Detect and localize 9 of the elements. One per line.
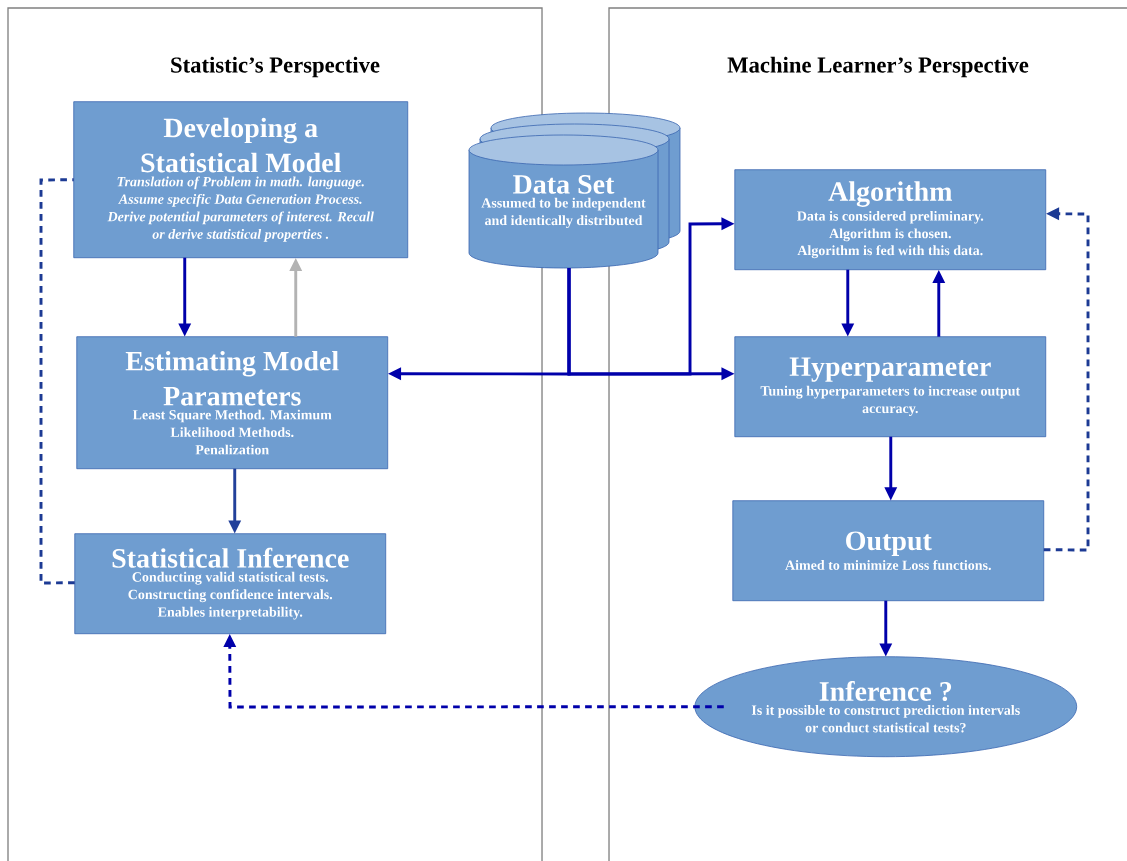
panel-heading: Machine Learner’s Perspective — [727, 56, 1029, 78]
process-box: Output Aimed to minimize Loss functions. — [732, 500, 1045, 602]
process-box: Algorithm Data is considered preliminary. Algorithm is chosen. Algorithm is fed with this data. — [734, 169, 1047, 271]
database-cylinder: Data Set Assumed to be independent and identically distributed — [468, 112, 681, 269]
process-box: Estimating Model Parameters Least Square Method. Maximum Likelihood Methods. Penalization — [76, 336, 389, 470]
panel-heading: Statistic’s Perspective — [171, 56, 380, 78]
process-box: Hyperparameter Tuning hyperparameters to increase output accuracy. — [734, 336, 1047, 438]
process-box: Statistical Inference Conducting valid statistical tests. Constructing confidence intervals. Enables interpretability. — [74, 533, 387, 635]
process-box: Developing a Statistical Model Translation of Problem in math. language. Assume specific Data Generation Process. Derive potential parameters of interest. Recall or derive statistical properties . — [73, 101, 409, 259]
